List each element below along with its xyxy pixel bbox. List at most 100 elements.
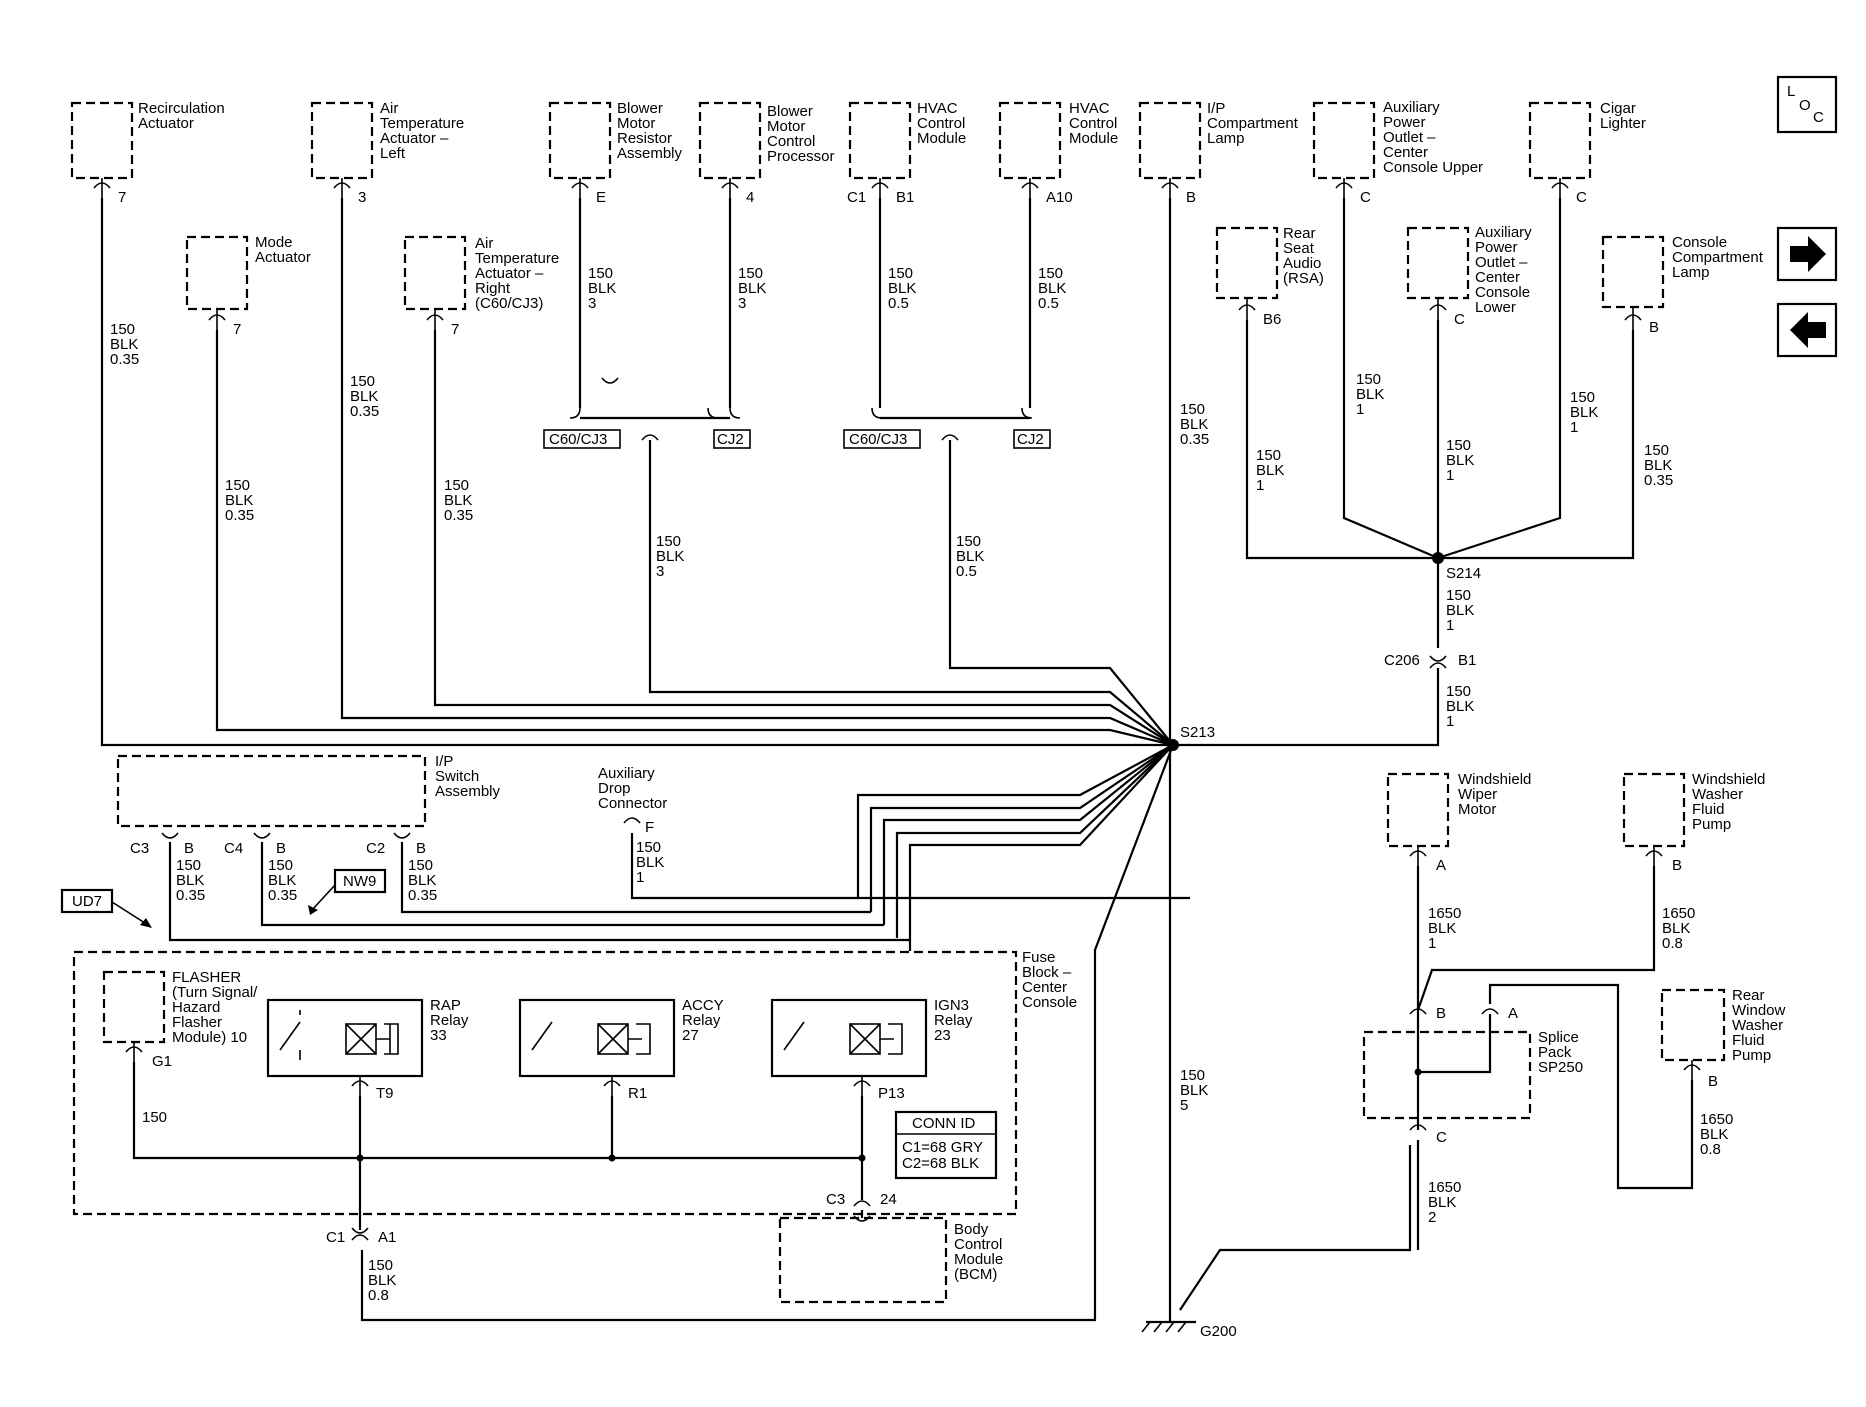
pin-label: G1 — [152, 1053, 172, 1070]
splice-dot — [1432, 552, 1444, 564]
connector-label: C3 — [826, 1191, 845, 1208]
pin-label: C — [1360, 189, 1371, 206]
pin-label: A — [1508, 1005, 1518, 1022]
option-label: C60/CJ3 — [549, 431, 607, 448]
pin-label: 24 — [880, 1191, 897, 1208]
connector-label: C206 — [1384, 652, 1420, 669]
pin-label: B — [184, 840, 194, 857]
left-arrow-icon — [1790, 312, 1826, 348]
ref-nw9: NW9 — [343, 873, 376, 890]
loc-letter-l: L — [1787, 83, 1795, 100]
reference-tags: UD7 NW9 — [60, 868, 387, 928]
pin-label: C — [1454, 311, 1465, 328]
pin-label: F — [645, 819, 654, 836]
connectors-lower — [161, 377, 1447, 839]
loc-letter-c: C — [1813, 109, 1824, 126]
pin-label: B1 — [896, 189, 914, 206]
pin-labels-top: 7 3 E 4 C1 B1 A10 B C C 7 7 B6 C B — [118, 189, 1659, 338]
splice-label: S213 — [1180, 724, 1215, 741]
conn-id-line: C1=68 GRY — [902, 1139, 983, 1156]
pin-label: 7 — [233, 321, 241, 338]
pin-label: B — [1708, 1073, 1718, 1090]
option-label: C60/CJ3 — [849, 431, 907, 448]
pin-label: B — [1672, 857, 1682, 874]
connector-label: C2 — [366, 840, 385, 857]
pin-label: C — [1436, 1129, 1447, 1146]
splice-label: S214 — [1446, 565, 1481, 582]
ref-ud7: UD7 — [72, 893, 102, 910]
next-page-button[interactable] — [1776, 226, 1838, 282]
pin-label: B — [1649, 319, 1659, 336]
right-arrow-icon — [1790, 236, 1826, 272]
option-label: CJ2 — [1017, 431, 1044, 448]
pin-label: B — [1186, 189, 1196, 206]
option-tags: C60/CJ3 CJ2 C60/CJ3 CJ2 — [543, 429, 1051, 449]
pin-label: P13 — [878, 1085, 905, 1102]
pin-label: 7 — [118, 189, 126, 206]
pin-label: E — [596, 189, 606, 206]
loc-button[interactable]: L O C — [1776, 75, 1838, 134]
connector-label: C4 — [224, 840, 243, 857]
pin-label: A10 — [1046, 189, 1073, 206]
prev-page-button[interactable] — [1776, 302, 1838, 358]
connector-label: C1 — [326, 1229, 345, 1246]
